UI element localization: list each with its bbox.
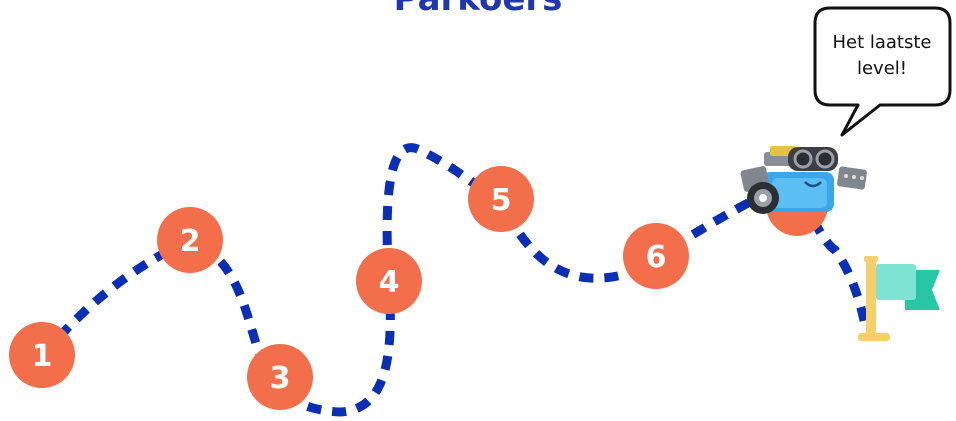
svg-text:2: 2 [180, 224, 201, 259]
step-5: 5 [468, 166, 534, 232]
mbot-robot-icon [740, 146, 867, 214]
step-2: 2 [157, 207, 223, 273]
bubble-line-1: Het laatste [832, 32, 931, 53]
svg-text:4: 4 [379, 265, 400, 300]
finish-flag-icon [858, 256, 940, 341]
svg-text:5: 5 [491, 183, 512, 218]
svg-text:3: 3 [270, 361, 291, 396]
speech-bubble: Het laatste level! [815, 8, 950, 135]
step-1: 1 [9, 322, 75, 388]
page-title: Parkoers [394, 0, 563, 19]
svg-text:1: 1 [32, 339, 53, 374]
svg-text:6: 6 [646, 240, 667, 275]
step-6: 6 [623, 223, 689, 289]
bubble-line-2: level! [857, 58, 907, 79]
step-3: 3 [247, 344, 313, 410]
step-4: 4 [356, 248, 422, 314]
dashed-route [42, 148, 865, 412]
